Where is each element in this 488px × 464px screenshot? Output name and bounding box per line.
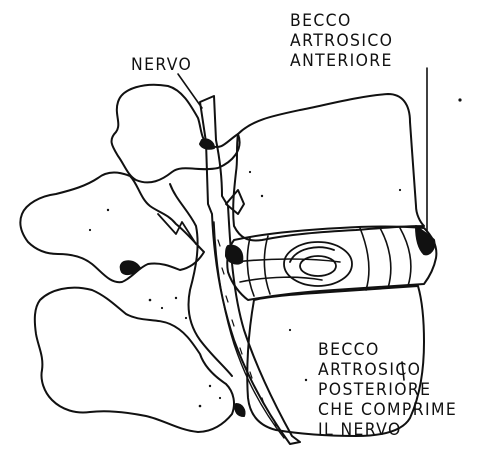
posterior-spur-label: BECCO ARTROSICO POSTERIORE CHE COMPRIME … bbox=[318, 340, 457, 440]
joint-arrow bbox=[158, 214, 196, 244]
lower-spur-mark bbox=[235, 404, 244, 416]
anterior-spur-label: BECCO ARTROSICO ANTERIORE bbox=[290, 11, 393, 71]
posterior-spur bbox=[226, 246, 242, 264]
posterior-spur-label-line-4: CHE COMPRIME bbox=[318, 400, 457, 420]
anterior-spur-label-line-1: BECCO bbox=[290, 11, 393, 31]
posterior-spur-label-line-3: POSTERIORE bbox=[318, 380, 457, 400]
anterior-spur-label-line-2: ARTROSICO bbox=[290, 31, 393, 51]
lower-posterior-vertebra bbox=[35, 288, 234, 432]
middle-posterior-vertebra bbox=[20, 173, 204, 283]
nerve-label: NERVO bbox=[131, 55, 192, 75]
posterior-spur-label-line-5: IL NERVO bbox=[318, 420, 457, 440]
upper-vertebral-body bbox=[233, 94, 424, 240]
anterior-spur-label-line-3: ANTERIORE bbox=[290, 51, 393, 71]
upper-joint-shadow bbox=[200, 139, 214, 148]
pedicle-column bbox=[170, 184, 232, 376]
nerve-leader bbox=[178, 74, 202, 108]
posterior-spur-label-line-1: BECCO bbox=[318, 340, 457, 360]
posterior-spur-label-line-2: ARTROSICO bbox=[318, 360, 457, 380]
